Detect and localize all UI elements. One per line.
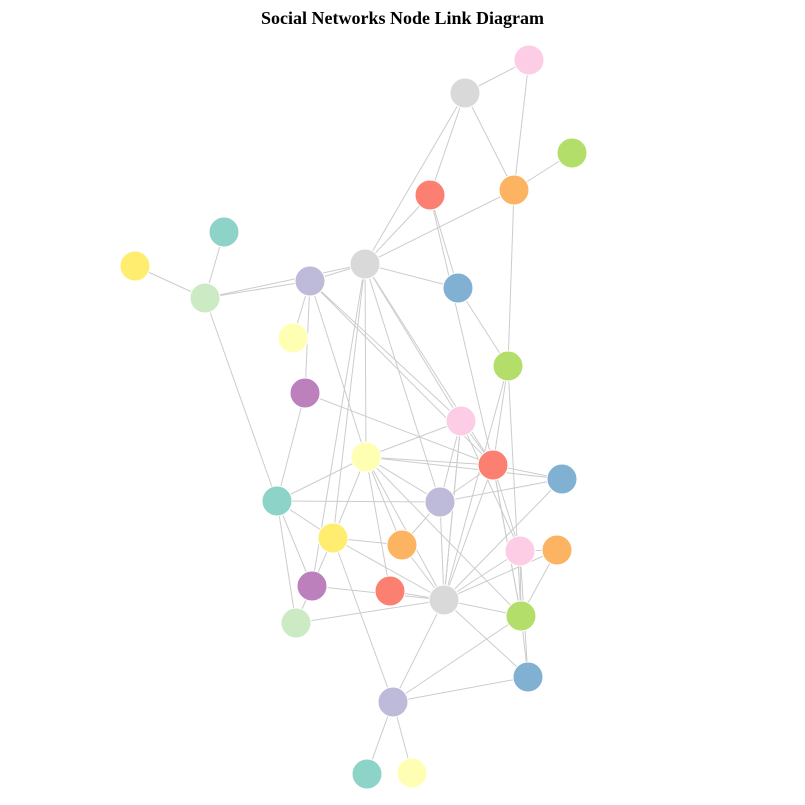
link-23-26	[443, 549, 558, 601]
node-2[interactable]	[556, 137, 588, 169]
node-17[interactable]	[546, 463, 578, 495]
node-21[interactable]	[386, 529, 418, 561]
link-7-15	[309, 280, 367, 458]
links-layer	[134, 59, 573, 775]
node-8[interactable]	[349, 248, 381, 280]
link-15-16	[365, 456, 494, 466]
link-28-30	[392, 615, 522, 703]
link-14-15	[365, 420, 462, 458]
link-8-9	[364, 263, 459, 289]
node-28[interactable]	[505, 600, 537, 632]
link-17-26	[443, 478, 563, 601]
link-26-27	[295, 599, 445, 624]
node-26[interactable]	[428, 584, 460, 616]
link-13-16	[304, 392, 494, 466]
link-15-17	[365, 456, 563, 480]
node-22[interactable]	[504, 535, 536, 567]
node-3[interactable]	[414, 179, 446, 211]
node-13[interactable]	[289, 377, 321, 409]
node-20[interactable]	[317, 522, 349, 554]
node-1[interactable]	[449, 77, 481, 109]
link-4-12	[507, 189, 515, 367]
node-32[interactable]	[396, 757, 428, 789]
link-15-21	[365, 456, 403, 546]
link-10-8	[204, 263, 366, 299]
link-10-7	[204, 280, 311, 299]
link-1-4	[464, 92, 515, 191]
link-14-22	[460, 420, 521, 552]
node-12[interactable]	[492, 350, 524, 382]
link-1-3	[429, 92, 466, 196]
node-11[interactable]	[277, 322, 309, 354]
link-8-20	[332, 263, 366, 539]
link-15-28	[365, 456, 522, 617]
node-9[interactable]	[442, 272, 474, 304]
link-18-19	[276, 500, 441, 503]
node-29[interactable]	[512, 661, 544, 693]
nodes-layer	[119, 44, 588, 790]
link-8-14	[364, 263, 462, 422]
node-25[interactable]	[374, 575, 406, 607]
link-3-16	[429, 194, 494, 466]
node-14[interactable]	[445, 405, 477, 437]
link-3-9	[429, 194, 459, 289]
link-26-30	[392, 599, 445, 703]
node-19[interactable]	[424, 486, 456, 518]
node-15[interactable]	[350, 441, 382, 473]
node-7[interactable]	[294, 265, 326, 297]
link-12-26	[443, 365, 509, 601]
link-10-18	[204, 297, 278, 502]
link-8-15	[364, 263, 367, 458]
link-29-30	[392, 676, 529, 703]
node-18[interactable]	[261, 485, 293, 517]
node-5[interactable]	[208, 216, 240, 248]
link-7-16	[309, 280, 494, 466]
node-4[interactable]	[498, 174, 530, 206]
link-15-26	[365, 456, 445, 601]
node-10[interactable]	[189, 282, 221, 314]
node-16[interactable]	[477, 449, 509, 481]
link-8-19	[364, 263, 441, 503]
link-16-26	[443, 464, 494, 601]
link-15-18	[276, 456, 367, 502]
link-1-8	[364, 92, 466, 265]
link-15-25	[365, 456, 391, 592]
node-6[interactable]	[119, 250, 151, 282]
link-16-28	[492, 464, 522, 617]
link-12-28	[507, 365, 522, 617]
node-23[interactable]	[541, 534, 573, 566]
link-18-27	[276, 500, 297, 624]
node-27[interactable]	[280, 607, 312, 639]
node-30[interactable]	[377, 686, 409, 718]
node-0[interactable]	[513, 44, 545, 76]
link-20-26	[332, 537, 445, 601]
link-12-16	[492, 365, 509, 466]
link-26-29	[443, 599, 529, 678]
link-0-4	[513, 59, 530, 191]
link-20-30	[332, 537, 394, 703]
link-19-26	[439, 501, 445, 601]
link-3-8	[364, 194, 431, 265]
link-17-19	[439, 478, 563, 503]
node-31[interactable]	[351, 758, 383, 790]
diagram-title: Social Networks Node Link Diagram	[261, 8, 544, 28]
link-13-18	[276, 392, 306, 502]
node-24[interactable]	[296, 570, 328, 602]
link-7-14	[309, 280, 462, 422]
link-8-16	[364, 263, 494, 466]
